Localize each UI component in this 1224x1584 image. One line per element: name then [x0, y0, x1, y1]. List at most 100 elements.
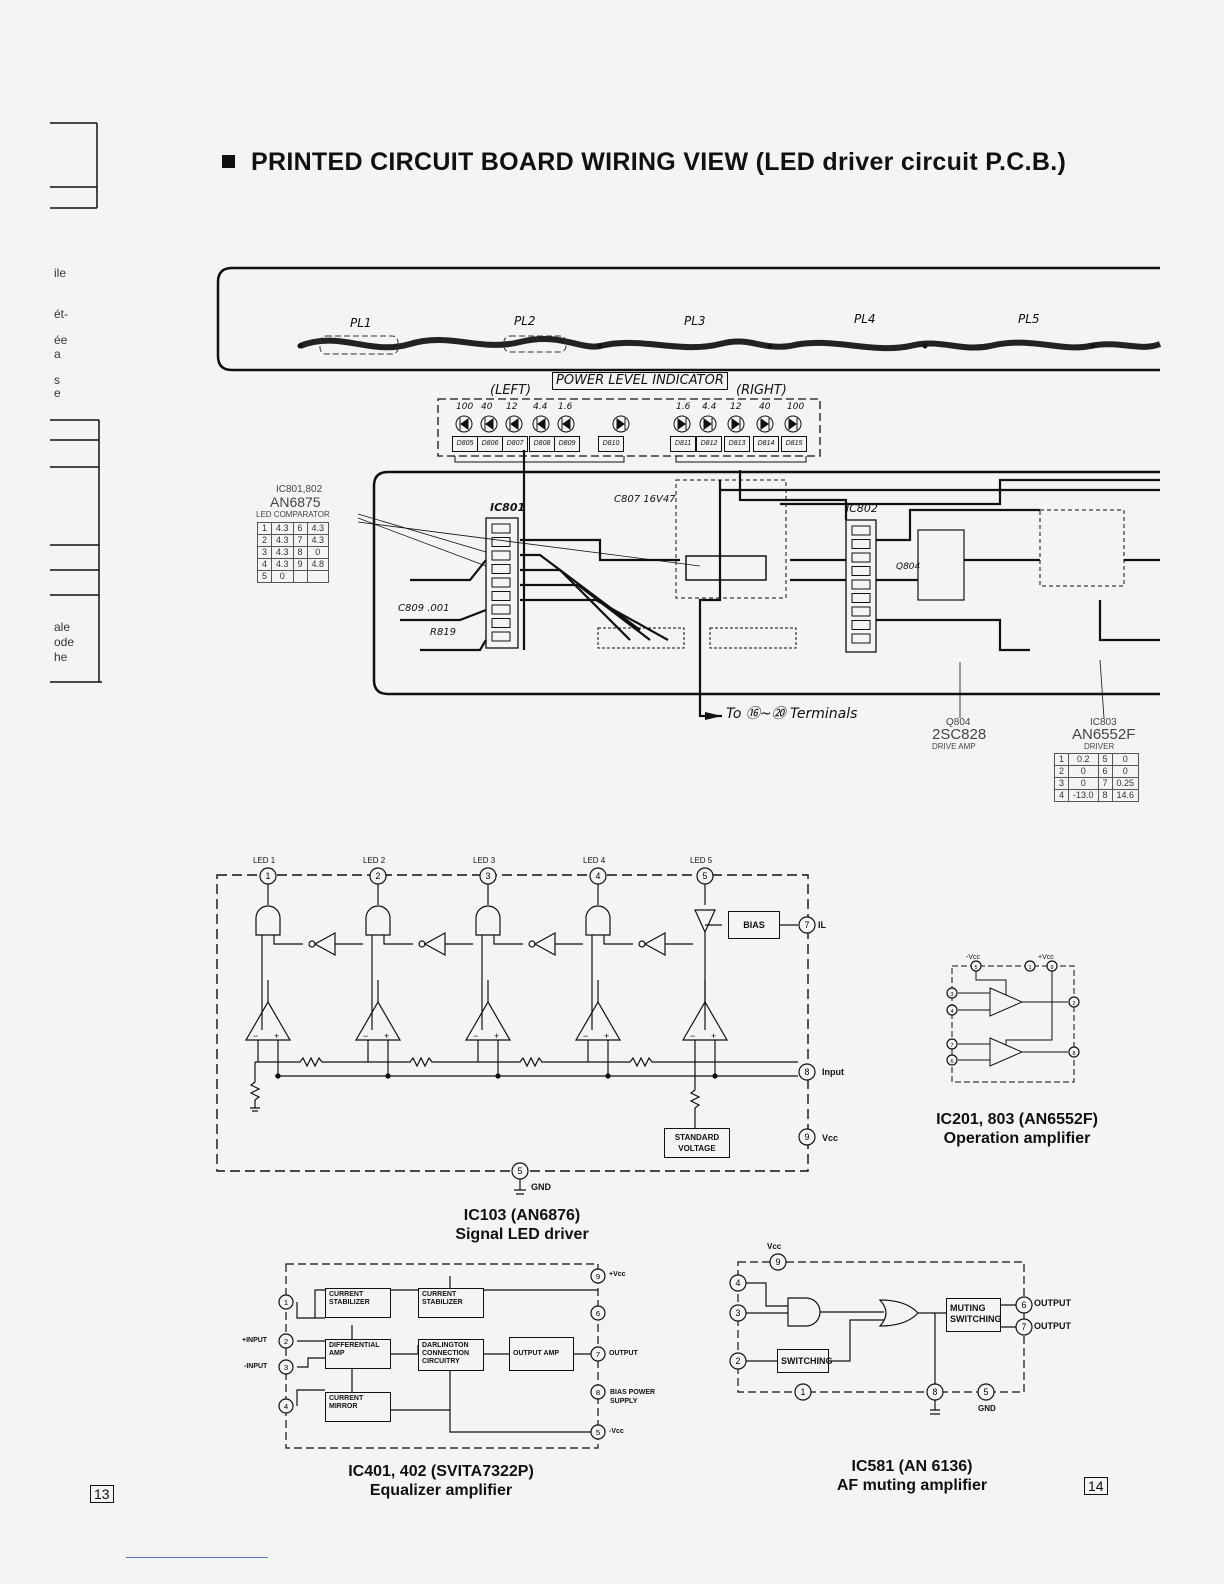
side-fragment: he [54, 650, 68, 664]
left-label: (LEFT) [490, 383, 532, 398]
led-ref-label: D815 [781, 436, 807, 452]
center-dashed-zone [675, 479, 787, 599]
left-level-label: 100 [456, 402, 474, 412]
svg-text:7: 7 [596, 1350, 600, 1359]
bottom-rule [126, 1557, 268, 1558]
ic581-caption-title: IC581 (AN 6136) [851, 1458, 973, 1475]
svg-text:−: − [253, 1031, 258, 1041]
ic802-footprint [845, 519, 877, 653]
ic581-output-label-2: OUTPUT [1034, 1321, 1071, 1331]
c809-label: C809 .001 [398, 603, 450, 614]
led-diode-symbol [784, 415, 802, 433]
led-ref-label: D810 [598, 436, 624, 452]
ic581-pin: 6 [1015, 1296, 1033, 1314]
pin-voltage-cell: 0 [1111, 765, 1140, 778]
q804-callout-ref: Q804 [946, 717, 971, 728]
svg-text:+: + [494, 1031, 499, 1041]
cs1-line1: CURRENT [329, 1291, 364, 1298]
svg-text:7: 7 [805, 920, 810, 930]
darlington-block: DARLINGTON CONNECTION CIRCUITRY [418, 1339, 484, 1371]
side-fragment: a [54, 347, 61, 361]
svg-text:3: 3 [736, 1308, 741, 1318]
vcc-label: Vcc [822, 1133, 839, 1143]
ic581-output-label-1: OUTPUT [1034, 1298, 1071, 1308]
led-driver-stage: −+ [354, 884, 473, 1079]
ic201-caption: IC201, 803 (AN6552F) Operation amplifier [912, 1110, 1122, 1148]
ic401-caption: IC401, 402 (SVITA7322P) Equalizer amplif… [326, 1462, 556, 1500]
differential-amp-block: DIFFERENTIAL AMP [325, 1339, 391, 1369]
led-ref-label: D812 [696, 436, 722, 452]
led-ref-label: D814 [753, 436, 779, 452]
cs2-line2: STABILIZER [422, 1299, 463, 1306]
pin-voltage-cell: 14.6 [1111, 789, 1140, 802]
il-label: IL [818, 920, 826, 930]
led-ref-label: D807 [502, 436, 528, 452]
c807-label: C807 16V47 [614, 494, 676, 505]
ic801-callout-function: LED COMPARATOR [256, 510, 330, 519]
svg-text:1: 1 [1028, 965, 1031, 971]
pin-voltage-cell: 4.3 [271, 546, 294, 559]
pilot-lamp-chain [297, 335, 1162, 355]
svg-text:9: 9 [596, 1272, 600, 1281]
q804-footprint [917, 529, 965, 601]
pin-voltage-cell: 0 [1111, 753, 1140, 766]
muting-switching-block: MUTING SWITCHING [946, 1298, 1002, 1332]
pl5-label: PL5 [1018, 312, 1040, 326]
side-fragment: e [54, 386, 61, 400]
svg-text:2: 2 [284, 1337, 288, 1346]
led-ref-label: D811 [670, 436, 696, 452]
pin-voltage-cell: 4.3 [271, 522, 294, 535]
ic581-vcc-label: Vcc [767, 1242, 782, 1251]
ic103-pin: 9 [798, 1128, 816, 1146]
pin-voltage-cell: 4 [1053, 789, 1070, 802]
ic581-pin: 5 [977, 1383, 995, 1401]
q804-callout-part: 2SC828 [932, 726, 987, 743]
ic401-pin: 5 [590, 1424, 606, 1440]
pin-voltage-cell: 8 [292, 546, 308, 559]
page-number-right: 14 [1084, 1477, 1108, 1495]
right-level-label: 12 [730, 402, 742, 412]
ic201-caption-subtitle: Operation amplifier [943, 1130, 1091, 1147]
svg-text:1: 1 [801, 1387, 806, 1397]
svg-text:+: + [711, 1031, 716, 1041]
pin-voltage-cell: 7 [292, 534, 308, 547]
pin-voltage-cell: 1 [256, 522, 273, 535]
pin-voltage-cell: 5 [1097, 753, 1113, 766]
input-label: Input [822, 1067, 844, 1077]
svg-text:2: 2 [376, 871, 381, 881]
terminals-note: To ⑯~⑳ Terminals [726, 706, 858, 722]
led-ref-label: D806 [477, 436, 503, 452]
ic201-pin: 2 [1068, 996, 1080, 1008]
current-mirror-block: CURRENT MIRROR [325, 1392, 391, 1422]
page-title-text: PRINTED CIRCUIT BOARD WIRING VIEW (LED d… [251, 148, 1067, 176]
ic201-pin: 5 [970, 960, 982, 972]
ic401-pin: 7 [590, 1346, 606, 1362]
side-fragment: ée [54, 333, 68, 347]
led-driver-stage: −+ [244, 884, 363, 1079]
svg-text:4: 4 [596, 871, 601, 881]
ic801-footprint [485, 517, 519, 649]
gnd-label: GND [531, 1182, 551, 1192]
ic581-gnd-label: GND [978, 1404, 996, 1413]
ic401-caption-subtitle: Equalizer amplifier [369, 1482, 513, 1499]
svg-text:2: 2 [1072, 1001, 1075, 1007]
ic201-neg-vcc: -Vcc [966, 954, 980, 961]
pin-voltage-cell: 3 [1053, 777, 1070, 790]
svg-text:3: 3 [284, 1363, 288, 1372]
left-level-label: 12 [506, 402, 518, 412]
ic802-label: IC802 [846, 502, 878, 515]
led-diode-symbol [505, 415, 523, 433]
led-ref-label: D809 [554, 436, 580, 452]
pl1-label: PL1 [350, 316, 372, 330]
ic581-pin: 7 [1015, 1318, 1033, 1336]
ic103-caption: IC103 (AN6876) Signal LED driver [407, 1206, 637, 1244]
dar-line2: CONNECTION [422, 1350, 470, 1357]
svg-text:−: − [690, 1031, 695, 1041]
svg-text:8: 8 [933, 1387, 938, 1397]
pin-voltage-cell: 0 [1068, 765, 1099, 778]
